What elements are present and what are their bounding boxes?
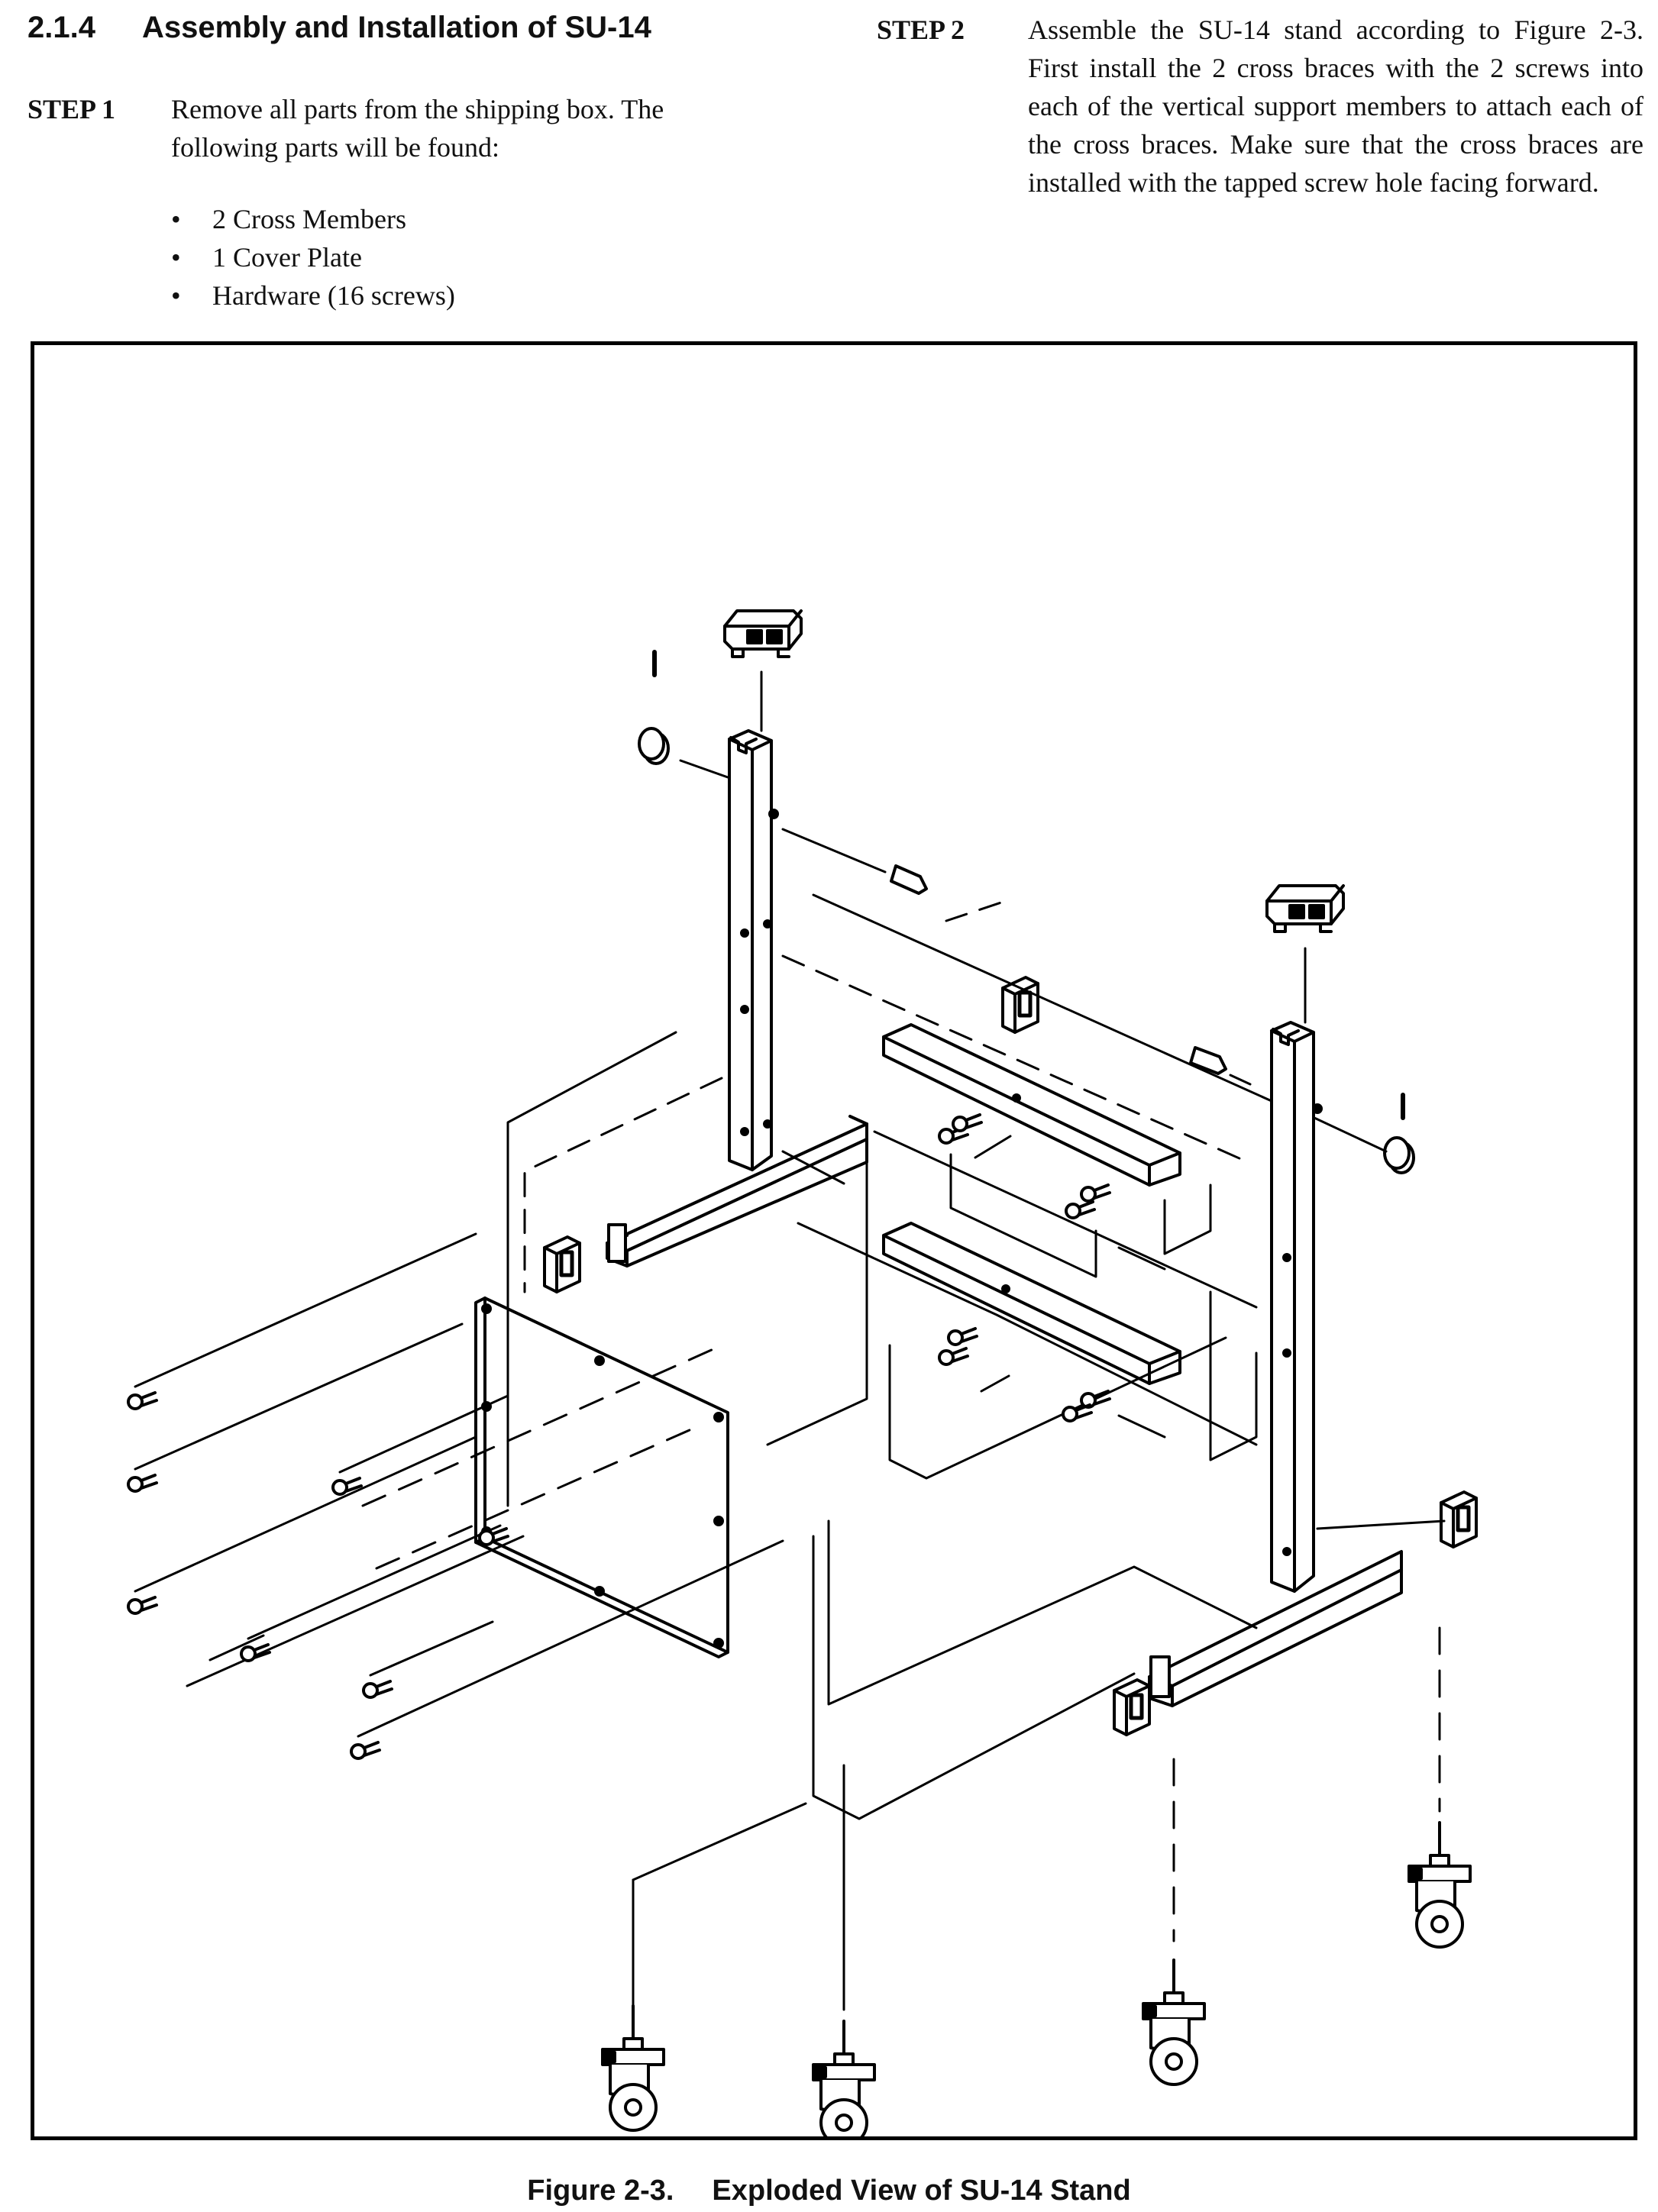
step-2-text: Assemble the SU-14 stand according to Fi… xyxy=(1028,15,1643,198)
step-1-text: Remove all parts from the shipping box. … xyxy=(171,90,828,166)
section-number: 2.1.4 xyxy=(27,11,95,44)
parts-list-item: Hardware (16 screws) xyxy=(171,276,455,315)
figure-title: Exploded View of SU-14 Stand xyxy=(712,2175,1131,2207)
parts-list-item: 2 Cross Members xyxy=(171,200,455,238)
step-1-line: Remove all parts from the shipping box. … xyxy=(171,94,664,124)
exploded-view-drawing xyxy=(127,609,1634,2136)
step-1-label: STEP 1 xyxy=(27,94,116,124)
figure-caption: Figure 2-3. Exploded View of SU-14 Stand xyxy=(0,2175,1658,2207)
step-1-line: following parts will be found: xyxy=(171,132,499,163)
section-heading: 2.1.4 Assembly and Installation of SU-14 xyxy=(27,11,651,45)
parts-list: 2 Cross Members 1 Cover Plate Hardware (… xyxy=(171,200,455,315)
step-2-label: STEP 2 xyxy=(877,15,965,45)
section-title: Assembly and Installation of SU-14 xyxy=(142,11,651,44)
figure-number: Figure 2-3. xyxy=(527,2175,674,2207)
parts-list-item: 1 Cover Plate xyxy=(171,238,455,276)
exploded-view-figure xyxy=(31,341,1637,2140)
